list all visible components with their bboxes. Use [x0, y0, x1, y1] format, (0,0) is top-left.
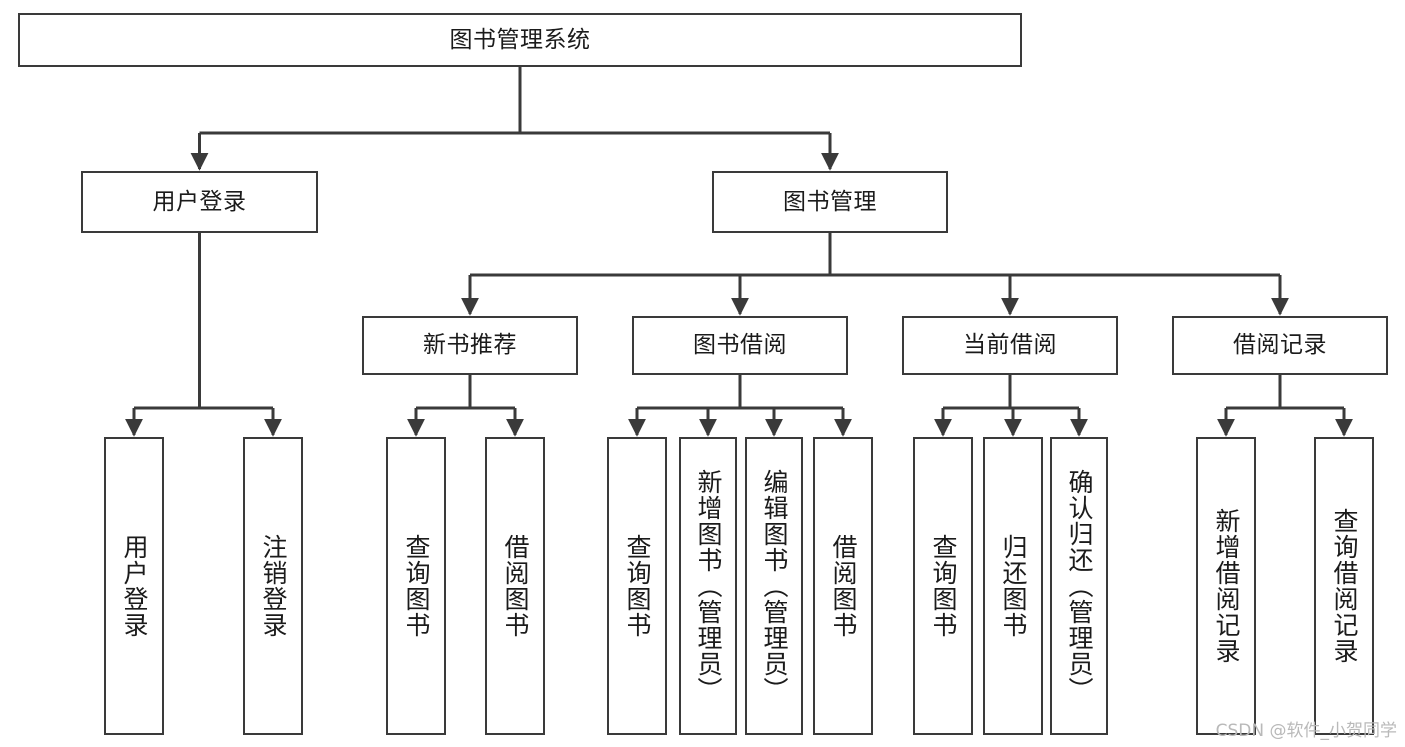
node-label: 查询借阅记录: [1330, 508, 1359, 664]
node-label: 新增借阅记录: [1212, 508, 1241, 664]
leaf-node-leaf-query-book-1[interactable]: 查询图书: [386, 437, 446, 735]
node-label: 编辑图书（管理员）: [760, 469, 789, 703]
node-label: 新书推荐: [423, 332, 517, 359]
category-node-new-book-recommend[interactable]: 新书推荐: [362, 316, 578, 375]
leaf-node-leaf-logout[interactable]: 注销登录: [243, 437, 303, 735]
node-label: 借阅图书: [829, 534, 858, 638]
node-label: 当前借阅: [963, 332, 1057, 359]
node-label: 用户登录: [120, 534, 149, 638]
csdn-watermark: CSDN @软件_小贺同学: [1215, 721, 1397, 741]
leaf-node-leaf-user-login[interactable]: 用户登录: [104, 437, 164, 735]
leaf-node-leaf-query-book-2[interactable]: 查询图书: [607, 437, 667, 735]
root-node-root[interactable]: 图书管理系统: [18, 13, 1022, 67]
leaf-node-leaf-edit-book[interactable]: 编辑图书（管理员）: [745, 437, 803, 735]
category-node-borrow-record[interactable]: 借阅记录: [1172, 316, 1388, 375]
node-label: 归还图书: [999, 534, 1028, 638]
node-label: 图书管理: [783, 188, 877, 215]
leaf-node-leaf-query-record[interactable]: 查询借阅记录: [1314, 437, 1374, 735]
node-label: 查询图书: [929, 534, 958, 638]
node-label: 确认归还（管理员）: [1065, 469, 1094, 703]
leaf-node-leaf-add-record[interactable]: 新增借阅记录: [1196, 437, 1256, 735]
leaf-node-leaf-return-book[interactable]: 归还图书: [983, 437, 1043, 735]
branch-node-user-login[interactable]: 用户登录: [81, 171, 318, 233]
node-label: 新增图书（管理员）: [694, 469, 723, 703]
leaf-node-leaf-borrow-book-1[interactable]: 借阅图书: [485, 437, 545, 735]
node-label: 图书管理系统: [449, 26, 591, 53]
category-node-book-borrow[interactable]: 图书借阅: [632, 316, 848, 375]
leaf-node-leaf-add-book[interactable]: 新增图书（管理员）: [679, 437, 737, 735]
node-label: 查询图书: [623, 534, 652, 638]
leaf-node-leaf-query-book-3[interactable]: 查询图书: [913, 437, 973, 735]
node-label: 查询图书: [402, 534, 431, 638]
leaf-node-leaf-confirm-return[interactable]: 确认归还（管理员）: [1050, 437, 1108, 735]
node-label: 图书借阅: [693, 332, 787, 359]
branch-node-book-manage[interactable]: 图书管理: [712, 171, 948, 233]
node-label: 借阅图书: [501, 534, 530, 638]
category-node-current-borrow[interactable]: 当前借阅: [902, 316, 1118, 375]
node-label: 用户登录: [152, 188, 247, 215]
node-label: 借阅记录: [1233, 332, 1327, 359]
leaf-node-leaf-borrow-book-2[interactable]: 借阅图书: [813, 437, 873, 735]
node-label: 注销登录: [259, 534, 288, 638]
